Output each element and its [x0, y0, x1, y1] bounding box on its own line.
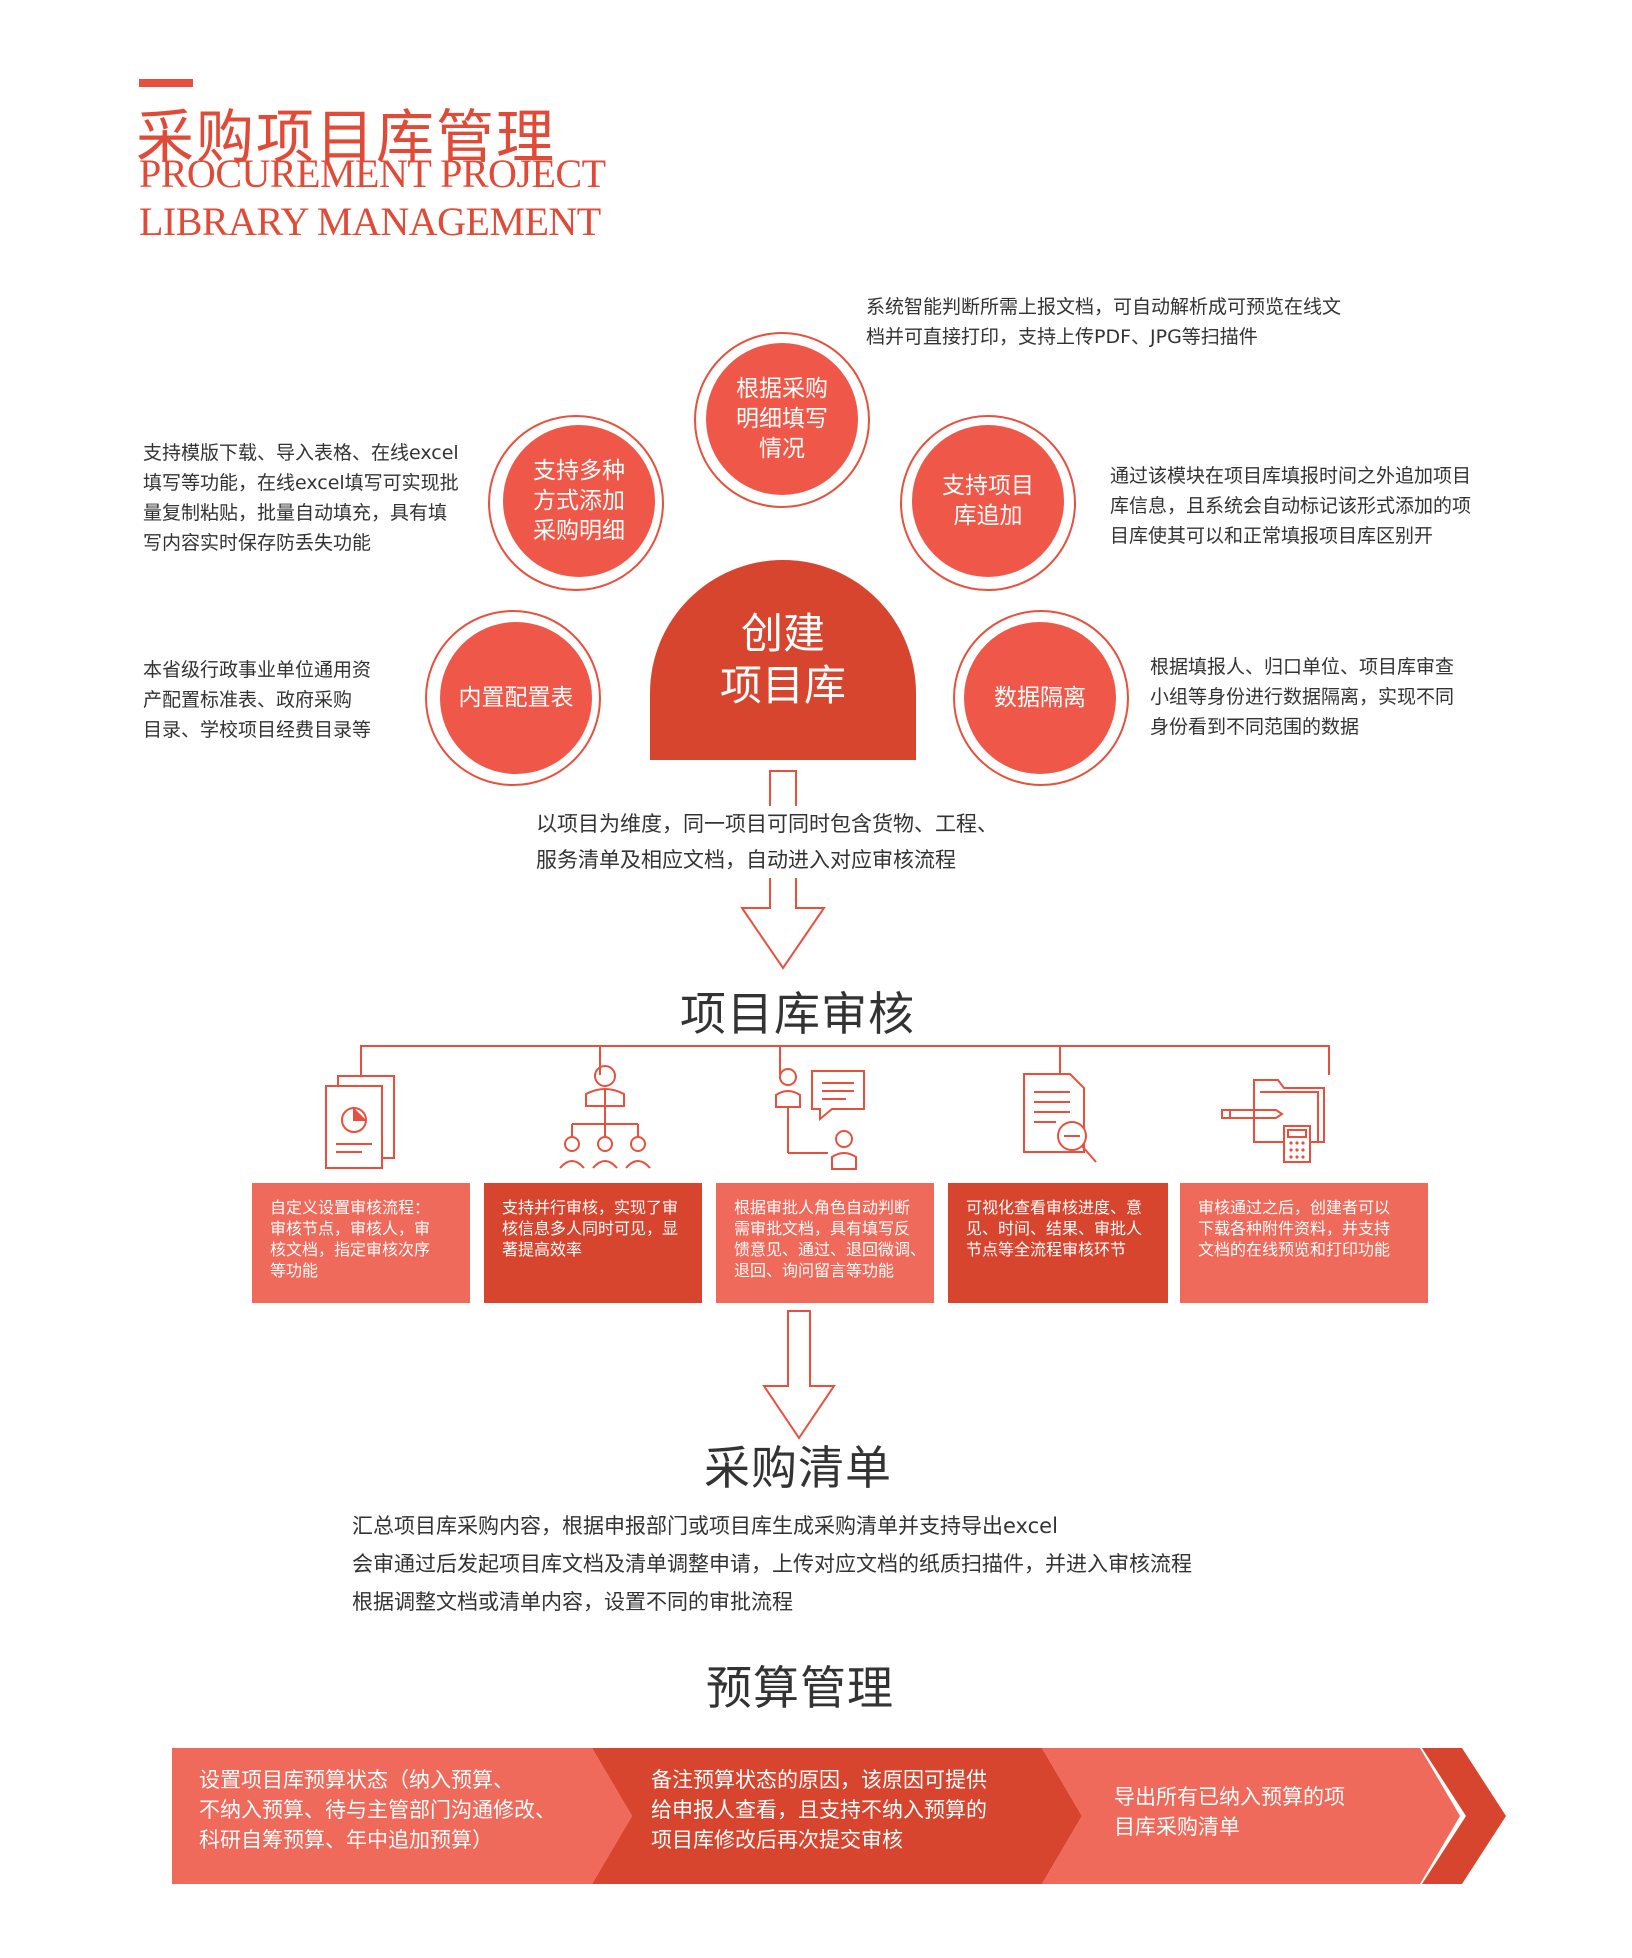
budget-section-title: 预算管理 — [706, 1661, 894, 1715]
review-card-1: 自定义设置审核流程： 审核节点，审核人，审 核文档，指定审核次序 等功能 — [252, 1183, 470, 1303]
budget-step-3-shape — [1042, 1748, 1460, 1884]
review-card-5: 审核通过之后，创建者可以 下载各种附件资料，并支持 文档的在线预览和打印功能 — [1180, 1183, 1428, 1303]
procurement-section-title: 采购清单 — [704, 1441, 892, 1495]
review-card-4: 可视化查看审核进度、意 见、时间、结果、审批人 节点等全流程审核环节 — [948, 1183, 1168, 1303]
petal-ring-lower-left — [425, 610, 601, 786]
review-card-2: 支持并行审核，实现了审 核信息多人同时可见，显 著提高效率 — [484, 1183, 702, 1303]
page-title-en-line2: LIBRARY MANAGEMENT — [139, 199, 601, 244]
folder-pen-calculator-icon — [1221, 1079, 1325, 1163]
review-card-3: 根据审批人角色自动判断 需审批文档，具有填写反 馈意见、通过、退回微调、 退回、… — [716, 1183, 934, 1303]
petal-ring-upper-right — [900, 415, 1076, 591]
budget-step-2: 备注预算状态的原因，该原因可提供 给申报人查看，且支持不纳入预算的 项目库修改后… — [651, 1768, 987, 1852]
budget-end-chevron — [1422, 1748, 1506, 1884]
org-hierarchy-icon — [559, 1065, 651, 1169]
review-section-title: 项目库审核 — [680, 987, 915, 1041]
petal-circle-lower-left: 内置配置表 — [440, 622, 592, 774]
petal-desc-upper-right: 通过该模块在项目库填报时间之外追加项目 库信息，且系统会自动标记该形式添加的项 … — [1110, 465, 1472, 547]
procurement-description: 汇总项目库采购内容，根据申报部门或项目库生成采购清单并支持导出excel 会审通… — [352, 1514, 1192, 1614]
document-search-icon — [1023, 1073, 1097, 1163]
header-accent-bar — [139, 79, 193, 87]
budget-step-1: 设置项目库预算状态（纳入预算、 不纳入预算、待与主管部门沟通修改、 科研自筹预算… — [199, 1768, 556, 1852]
flow-note: 以项目为维度，同一项目可同时包含货物、工程、 服务清单及相应文档，自动进入对应审… — [526, 806, 1066, 878]
petal-circle-top: 根据采购明细填写情况 — [706, 343, 858, 495]
petal-desc-lower-right: 根据填报人、归口单位、项目库审查 小组等身份进行数据隔离，实现不同 身份看到不同… — [1150, 656, 1455, 738]
petal-desc-lower-left: 本省级行政事业单位通用资 产配置标准表、政府采购 目录、学校项目经费目录等 — [143, 659, 372, 741]
page-title-en-line1: PROCUREMENT PROJECT — [139, 151, 606, 196]
petal-ring-lower-right — [953, 610, 1129, 786]
chat-approval-icon — [775, 1068, 865, 1170]
document-chart-icon — [325, 1075, 395, 1169]
budget-step-2-shape — [592, 1748, 1082, 1884]
petal-circle-lower-right: 数据隔离 — [964, 622, 1116, 774]
budget-chevrons — [172, 1748, 1506, 1884]
flow-arrow-2 — [762, 1310, 836, 1440]
budget-step-3: 导出所有已纳入预算的项 目库采购清单 — [1114, 1785, 1345, 1839]
petal-ring-top — [694, 332, 870, 508]
create-library-center: 创建 项目库 — [650, 560, 916, 760]
review-connector — [360, 1045, 1330, 1075]
petal-circle-upper-right: 支持项目库追加 — [912, 425, 1064, 577]
petal-desc-top: 系统智能判断所需上报文档，可自动解析成可预览在线文 档并可直接打印，支持上传PD… — [866, 296, 1342, 348]
budget-step-1-shape — [172, 1748, 632, 1884]
petal-ring-upper-left — [488, 415, 664, 591]
petal-circle-upper-left: 支持多种方式添加采购明细 — [503, 425, 655, 577]
page-title: 采购项目库管理 — [136, 103, 557, 171]
petal-desc-upper-left: 支持模版下载、导入表格、在线excel 填写等功能，在线excel填写可实现批 … — [143, 442, 459, 554]
